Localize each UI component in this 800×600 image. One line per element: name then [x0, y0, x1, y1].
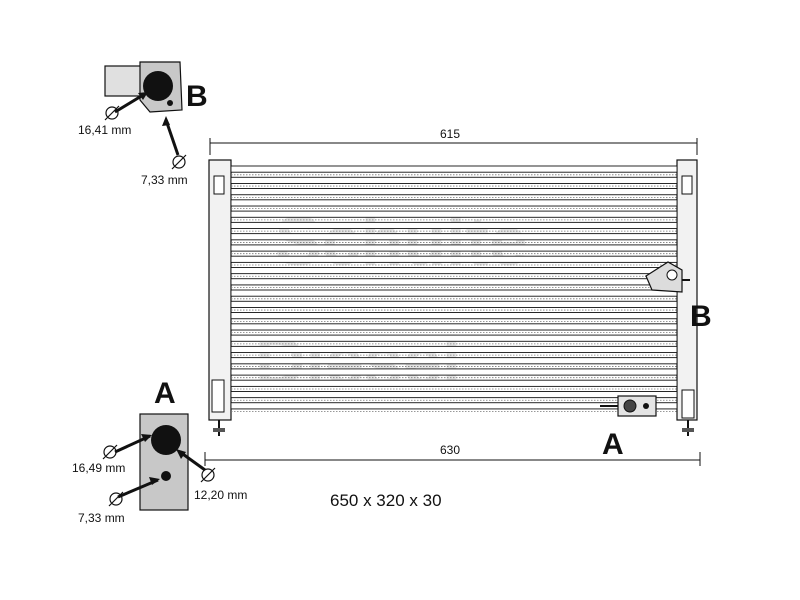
connector-b-large-diameter: 16,41 mm [78, 123, 131, 137]
connector-b-detail: 16,41 mm 7,33 mm B [78, 61, 208, 187]
core-tube [230, 255, 678, 263]
right-pin-nut [682, 428, 694, 432]
dimension-top-label: 615 [440, 127, 460, 141]
core-tube [230, 300, 678, 308]
fitting-b-on-core [645, 261, 690, 293]
core-tube [230, 368, 678, 376]
marker-b-core: B [690, 300, 712, 333]
core-tube [230, 334, 678, 342]
connector-a-small-diameter: 7,33 mm [78, 511, 125, 525]
connector-b-label: B [186, 80, 208, 113]
core-tube [230, 188, 678, 196]
core-tube [230, 221, 678, 230]
core-tube [230, 267, 678, 275]
diameter-symbol-b-large [104, 105, 120, 121]
connector-a-small-port [161, 471, 171, 481]
core-tube [230, 165, 678, 173]
right-top-bracket [681, 175, 693, 195]
connector-a-detail: 16,49 mm 12,20 mm 7,33 mm A [72, 377, 247, 525]
left-pin-nut [213, 428, 225, 432]
core-tube [230, 199, 678, 207]
core-tube [230, 289, 678, 297]
core-tube [230, 244, 678, 252]
core-tube [230, 402, 678, 410]
dimension-top: 615 [209, 127, 698, 155]
core-tube [230, 176, 678, 184]
diameter-symbol-a-small [108, 491, 124, 507]
core-tube [230, 278, 678, 286]
core-tube [230, 312, 678, 320]
core-tube [230, 379, 678, 387]
core-tubes [230, 165, 678, 412]
left-bottom-bracket [211, 379, 225, 413]
core-tube [230, 323, 678, 331]
diameter-symbol-b-small [171, 154, 187, 170]
diameter-symbol-a-side [200, 467, 216, 483]
left-top-bracket [213, 175, 225, 195]
fitting-a-on-core [600, 395, 657, 417]
connector-a-label: A [154, 377, 176, 410]
marker-a-core: A [602, 428, 624, 461]
core-tube [230, 391, 678, 399]
core-tube [230, 345, 678, 354]
dimension-bottom: 630 [204, 443, 701, 466]
condenser-core [208, 159, 698, 436]
connector-a-side-diameter: 12,20 mm [194, 488, 247, 502]
connector-b-large-port [143, 71, 173, 101]
connector-a-large-port [151, 425, 181, 455]
connector-b-small-port [167, 100, 173, 106]
connector-a-large-diameter: 16,49 mm [72, 461, 125, 475]
diameter-symbol-a-large [102, 444, 118, 460]
connector-b-pipe [104, 65, 142, 97]
core-tube [230, 357, 678, 365]
core-tube [230, 210, 678, 218]
overall-dimensions: 650 x 320 x 30 [330, 491, 442, 510]
core-tube [230, 233, 678, 241]
right-bottom-bracket [681, 389, 695, 419]
connector-b-small-diameter: 7,33 mm [141, 173, 188, 187]
dimension-bottom-label: 630 [440, 443, 460, 457]
